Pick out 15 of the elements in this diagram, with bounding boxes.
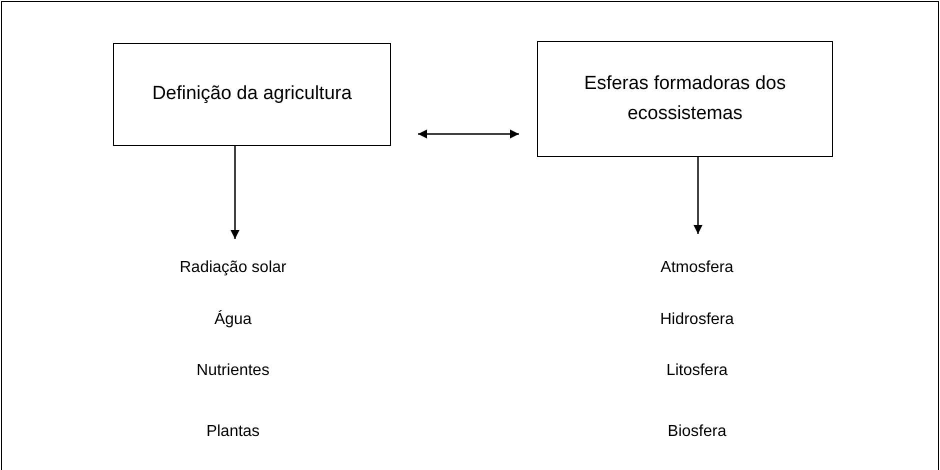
box-label: Esferas formadoras dos ecossistemas — [583, 72, 787, 126]
list-item: Água — [213, 311, 253, 329]
text-box — [537, 41, 833, 157]
list-item: Biosfera — [666, 423, 728, 441]
box-label: Definição da agricultura — [152, 82, 352, 106]
text-box — [113, 43, 391, 146]
arrow — [230, 146, 240, 239]
list-item: Hidrosfera — [659, 311, 735, 329]
list-item: Atmosfera — [660, 259, 734, 277]
list-item: Radiação solar — [178, 259, 288, 277]
arrow — [694, 157, 702, 234]
list-item: Nutrientes — [196, 362, 270, 380]
arrow — [418, 130, 519, 138]
list-item: Litosfera — [665, 362, 729, 380]
list-item: Plantas — [205, 423, 261, 441]
